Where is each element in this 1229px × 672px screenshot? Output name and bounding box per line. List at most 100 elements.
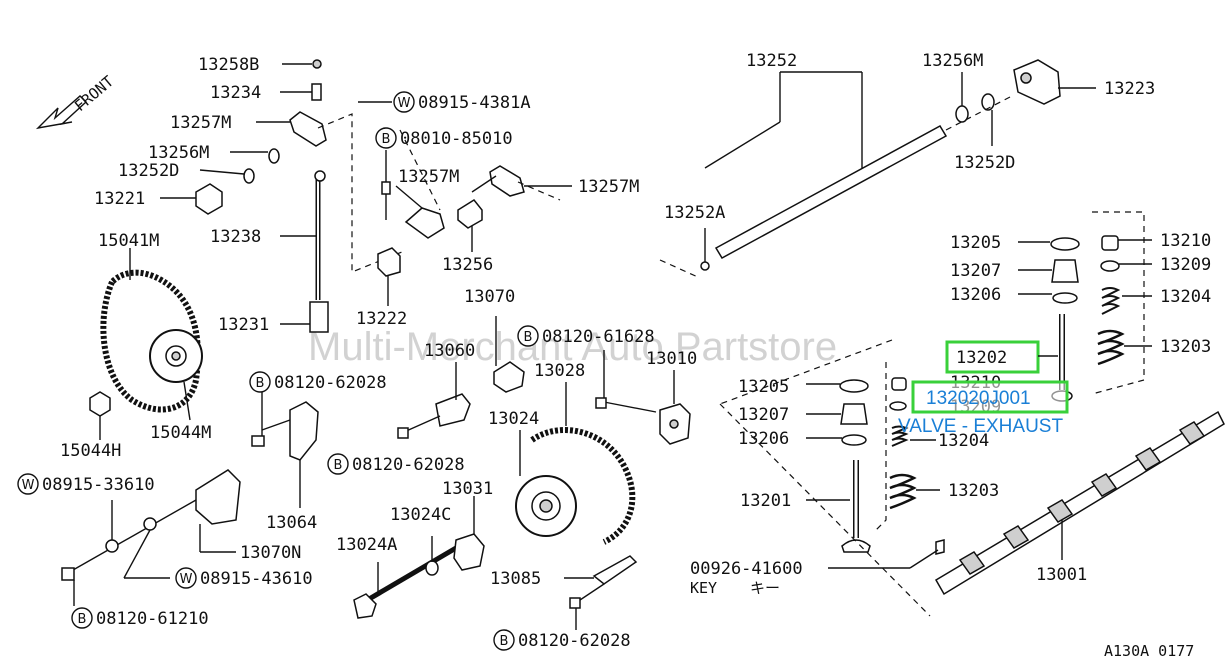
label-13024A[interactable]: 13024A xyxy=(336,535,397,555)
rocker-shaft-13252 xyxy=(659,71,948,279)
bolt-symbol-icon: B xyxy=(327,453,349,475)
label-15044H[interactable]: 15044H xyxy=(60,441,121,461)
bolt-symbol-icon: B xyxy=(375,127,397,149)
label-13238[interactable]: 13238 xyxy=(210,227,261,247)
label-13204-b[interactable]: 13204 xyxy=(938,431,989,451)
svg-text:B: B xyxy=(334,458,343,473)
bolt-15044H xyxy=(89,391,111,440)
label-13001[interactable]: 13001 xyxy=(1036,565,1087,585)
label-08120-62028-c[interactable]: 08120-62028 xyxy=(518,631,631,651)
label-13231[interactable]: 13231 xyxy=(218,315,269,335)
label-13064[interactable]: 13064 xyxy=(266,513,317,533)
label-key-jp: キー xyxy=(750,579,780,597)
washer-symbol-icon: W xyxy=(17,473,39,495)
label-13252D-b[interactable]: 13252D xyxy=(954,153,1015,173)
label-08010-85010[interactable]: 08010-85010 xyxy=(400,129,513,149)
pushrod-assembly xyxy=(160,59,572,333)
label-13252A[interactable]: 13252A xyxy=(664,203,725,223)
label-13256M-b[interactable]: 13256M xyxy=(922,51,983,71)
label-13201[interactable]: 13201 xyxy=(740,491,791,511)
watermark: Multi-Merchant Auto Partstore xyxy=(308,325,837,369)
label-13085[interactable]: 13085 xyxy=(490,569,541,589)
label-13060[interactable]: 13060 xyxy=(424,341,475,361)
svg-text:B: B xyxy=(500,634,509,649)
front-arrow-icon xyxy=(35,95,88,130)
label-key: KEY xyxy=(690,579,717,597)
svg-text:W: W xyxy=(180,572,193,587)
label-13206-a[interactable]: 13206 xyxy=(950,285,1001,305)
rocker-bracket-13223 xyxy=(945,59,1096,146)
label-13257M-b[interactable]: 13257M xyxy=(398,167,459,187)
label-08120-61210[interactable]: 08120-61210 xyxy=(96,609,209,629)
label-13207-a[interactable]: 13207 xyxy=(950,261,1001,281)
highlight-box-part-number[interactable] xyxy=(911,380,1069,414)
bolt-symbol-icon: B xyxy=(71,607,93,629)
label-13024C[interactable]: 13024C xyxy=(390,505,451,525)
label-13221[interactable]: 13221 xyxy=(94,189,145,209)
label-13222[interactable]: 13222 xyxy=(356,309,407,329)
label-13010[interactable]: 13010 xyxy=(646,349,697,369)
label-13031[interactable]: 13031 xyxy=(442,479,493,499)
label-13252D-a[interactable]: 13252D xyxy=(118,161,179,181)
label-13028[interactable]: 13028 xyxy=(534,361,585,381)
svg-text:W: W xyxy=(398,96,411,111)
label-13070N[interactable]: 13070N xyxy=(240,543,301,563)
valve-train-right xyxy=(1018,211,1152,402)
label-13209-a[interactable]: 13209 xyxy=(1160,255,1211,275)
svg-text:B: B xyxy=(78,612,87,627)
front-label: FRONT xyxy=(71,72,117,115)
label-13256M-a[interactable]: 13256M xyxy=(148,143,209,163)
label-08120-62028-a[interactable]: 08120-62028 xyxy=(274,373,387,393)
crank-key-13031 xyxy=(453,496,485,571)
label-13258B[interactable]: 13258B xyxy=(198,55,259,75)
label-00926-41600[interactable]: 00926-41600 xyxy=(690,559,803,579)
label-08915-4381A[interactable]: 08915-4381A xyxy=(418,93,531,113)
label-08120-61628[interactable]: 08120-61628 xyxy=(542,327,655,347)
label-13203-b[interactable]: 13203 xyxy=(948,481,999,501)
label-13257M-a[interactable]: 13257M xyxy=(170,113,231,133)
figure-code: A130A 0177 xyxy=(1104,642,1194,660)
bolt-symbol-icon: B xyxy=(517,325,539,347)
label-08120-62028-b[interactable]: 08120-62028 xyxy=(352,455,465,475)
label-13210-a[interactable]: 13210 xyxy=(1160,231,1211,251)
label-13223[interactable]: 13223 xyxy=(1104,79,1155,99)
bolt-symbol-icon: B xyxy=(249,371,271,393)
label-13070[interactable]: 13070 xyxy=(464,287,515,307)
svg-text:B: B xyxy=(256,376,265,391)
highlight-part-number[interactable]: 132020J001 xyxy=(926,388,1031,409)
label-08915-43610[interactable]: 08915-43610 xyxy=(200,569,313,589)
label-13234[interactable]: 13234 xyxy=(210,83,261,103)
label-13205-b[interactable]: 13205 xyxy=(738,377,789,397)
label-13252[interactable]: 13252 xyxy=(746,51,797,71)
label-13207-b[interactable]: 13207 xyxy=(738,405,789,425)
label-13205-a[interactable]: 13205 xyxy=(950,233,1001,253)
washer-symbol-icon: W xyxy=(175,567,197,589)
highlight-description: VALVE - EXHAUST xyxy=(898,416,1063,437)
chain-guide-13070-13060 xyxy=(397,316,525,439)
label-15041M[interactable]: 15041M xyxy=(98,231,159,251)
label-13256[interactable]: 13256 xyxy=(442,255,493,275)
label-08915-33610[interactable]: 08915-33610 xyxy=(42,475,155,495)
label-13203-a[interactable]: 13203 xyxy=(1160,337,1211,357)
label-13206-b[interactable]: 13206 xyxy=(738,429,789,449)
svg-text:B: B xyxy=(524,330,533,345)
label-15044M[interactable]: 15044M xyxy=(150,423,211,443)
valve-train-middle xyxy=(719,339,940,617)
timing-chain-13028 xyxy=(530,382,636,545)
label-13257M-c[interactable]: 13257M xyxy=(578,177,639,197)
cam-sprocket-15044M xyxy=(149,329,203,421)
label-13202[interactable]: 13202 xyxy=(956,348,1007,368)
bolt-symbol-icon: B xyxy=(493,629,515,651)
highlight-box-13202[interactable] xyxy=(945,340,1040,374)
svg-text:W: W xyxy=(22,478,35,493)
crank-bolt-13024A xyxy=(353,536,458,619)
label-13024[interactable]: 13024 xyxy=(488,409,539,429)
timing-chain-15041M xyxy=(100,248,201,413)
bracket-13064 xyxy=(251,392,319,508)
washer-symbol-icon: W xyxy=(393,91,415,113)
label-13204-a[interactable]: 13204 xyxy=(1160,287,1211,307)
camshaft-13001 xyxy=(828,410,1225,596)
svg-text:B: B xyxy=(382,132,391,147)
